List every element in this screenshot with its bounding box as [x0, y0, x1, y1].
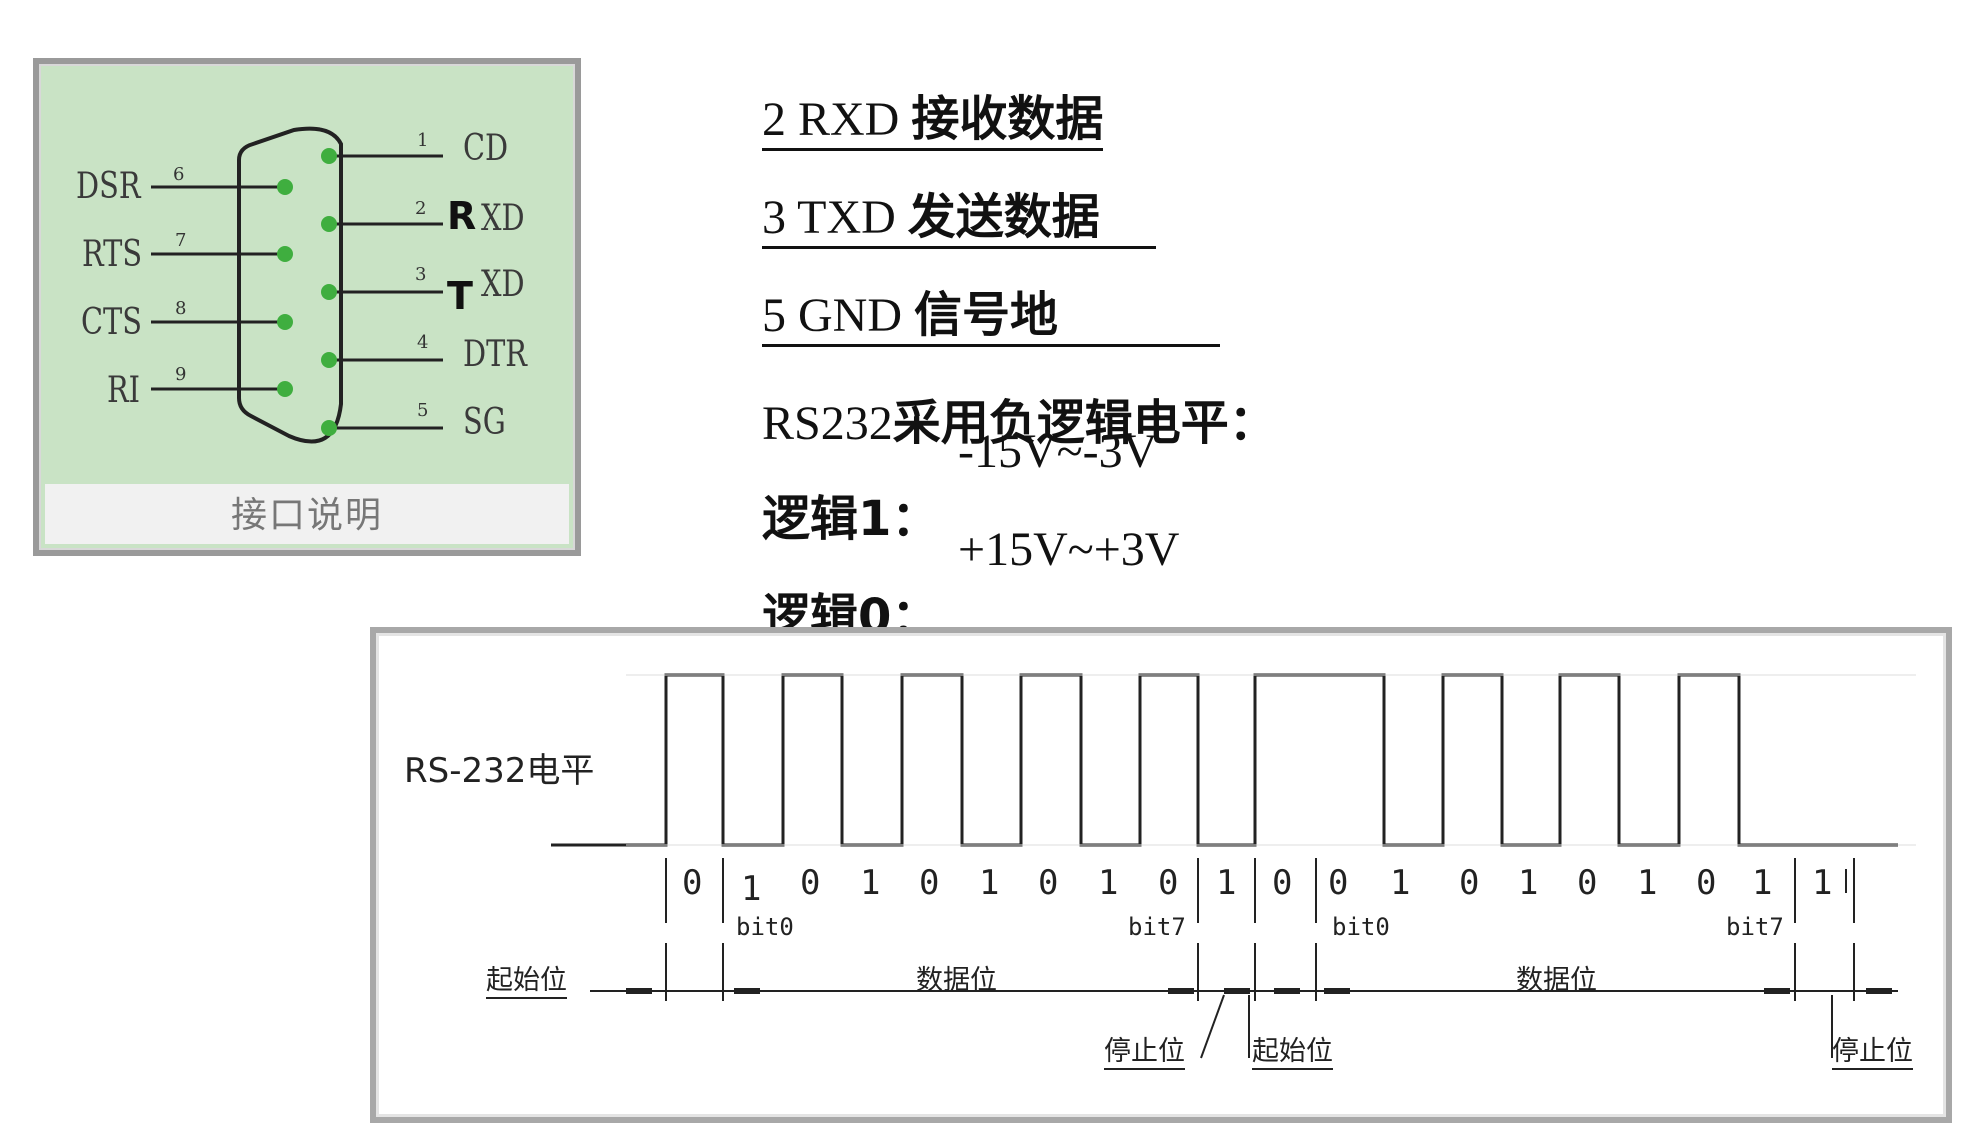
pin-number-8: 8 [175, 298, 187, 319]
logic-title-desc: 采用负逻辑电平： [892, 395, 1277, 451]
pin-dot [321, 420, 337, 436]
pin-number-1: 1 [417, 130, 429, 151]
note-pin2-code: 2 RXD [762, 93, 912, 146]
pin-number-2: 2 [415, 198, 427, 219]
bit-value: 1 [1390, 863, 1411, 903]
bit-value: 0 [1272, 863, 1293, 903]
logic0-value: +15V~+3V [958, 523, 1180, 576]
data-bits-label: 数据位 [1516, 965, 1597, 996]
pin-number-5: 5 [417, 400, 429, 421]
note-pin2: 2 RXD 接收数据 [738, 24, 1104, 151]
stop-bit-value: 1 [1812, 863, 1833, 903]
bit-value: 0 [1158, 863, 1179, 903]
pin-dot [321, 284, 337, 300]
bit-value: 0 [1696, 863, 1717, 903]
faint-grid [626, 674, 1916, 846]
logic1-value: -15V~-3V [958, 425, 1158, 478]
pin-label-txd: XD [481, 264, 525, 305]
pin-dot [321, 352, 337, 368]
logic-title-rs232: RS232 [762, 397, 893, 450]
signal-trace [551, 673, 1898, 847]
note-pin3: 3 TXD 发送数据 [738, 122, 1156, 249]
pin-label-cd: CD [463, 128, 509, 169]
pin-label-dtr: DTR [463, 334, 527, 375]
pin-number-9: 9 [175, 364, 187, 385]
bit-value: 0 [800, 863, 821, 903]
caption-bar: 接口说明 [45, 484, 569, 544]
pin-label-ri: RI [107, 370, 141, 411]
arrow-heads [626, 988, 1892, 994]
bit-boundaries [665, 858, 1855, 1001]
note-pin5-code: 5 GND [762, 289, 914, 342]
note-pin5-desc: 信号地 [914, 287, 1059, 343]
timing-waveform [551, 673, 1916, 1059]
pin-number-6: 6 [173, 164, 185, 185]
bit-value: 1 [979, 863, 1000, 903]
db9-shell-outline [237, 126, 343, 444]
panel-caption: 接口说明 [230, 495, 383, 536]
bit0-label: bit0 [736, 913, 794, 941]
note-pin3-desc: 发送数据 [907, 189, 1100, 245]
bit-value: 1 [741, 869, 762, 909]
bit-value: 1 [1637, 863, 1658, 903]
bit-value: 1 [860, 863, 881, 903]
stop-bit-label: 停止位 [1104, 1029, 1185, 1070]
bit0-label: bit0 [1332, 913, 1390, 941]
bit-value: 0 [1459, 863, 1480, 903]
db9-connector-drawing [151, 126, 443, 444]
stop-leader [1200, 994, 1225, 1059]
bit-value: 1 [1752, 863, 1773, 903]
bit-value: 1 [1098, 863, 1119, 903]
note-pin5: 5 GND 信号地 [738, 220, 1221, 347]
bit-value: 0 [682, 863, 703, 903]
start-bit-label: 起始位 [486, 958, 567, 999]
pin-dot [321, 148, 337, 164]
pin-dot [277, 179, 293, 195]
pin-label-rts: RTS [82, 234, 143, 275]
pin-prefix-r: R [447, 194, 477, 238]
pin-number-7: 7 [175, 230, 187, 251]
pin-number-3: 3 [415, 264, 427, 285]
connector-pinout-panel: DSR 6 RTS 7 CTS 8 RI 9 1 CD 2 R XD 3 T X… [33, 58, 581, 556]
stop-bit-value: 1 [1216, 863, 1237, 903]
note-pin2-desc: 接收数据 [911, 91, 1104, 147]
pin-label-dsr: DSR [76, 166, 141, 207]
pin-label-rxd: XD [481, 198, 525, 239]
bit-value: 1 [1518, 863, 1539, 903]
logic1-row: 逻辑1： [738, 424, 939, 549]
bit-value: 0 [1038, 863, 1059, 903]
bit-value: 0 [1577, 863, 1598, 903]
pin-prefix-t: T [447, 274, 473, 318]
signal-label: RS-232电平 [404, 751, 595, 791]
rs232-timing-diagram: RS-232电平 0 1 0 1 0 1 0 1 0 1 0 0 1 0 1 0… [370, 627, 1952, 1123]
pin-label-sg: SG [463, 402, 506, 443]
bit-value: 0 [1328, 863, 1349, 903]
logic1-label: 逻辑1： [762, 491, 940, 547]
pin-dot [277, 246, 293, 262]
start-bit-label: 起始位 [1252, 1029, 1333, 1070]
logic-title: RS232采用负逻辑电平： [738, 328, 1277, 453]
bit7-label: bit7 [1128, 913, 1186, 941]
bit7-label: bit7 [1726, 913, 1784, 941]
note-pin3-code: 3 TXD [762, 191, 908, 244]
stop-bit-label: 停止位 [1832, 1029, 1913, 1070]
data-bits-label: 数据位 [916, 965, 997, 996]
pin-dot [321, 216, 337, 232]
pin-dot [277, 314, 293, 330]
pin-dot [277, 381, 293, 397]
bit-value: 0 [919, 863, 940, 903]
pin-number-4: 4 [417, 332, 429, 353]
pin-label-cts: CTS [81, 302, 142, 343]
